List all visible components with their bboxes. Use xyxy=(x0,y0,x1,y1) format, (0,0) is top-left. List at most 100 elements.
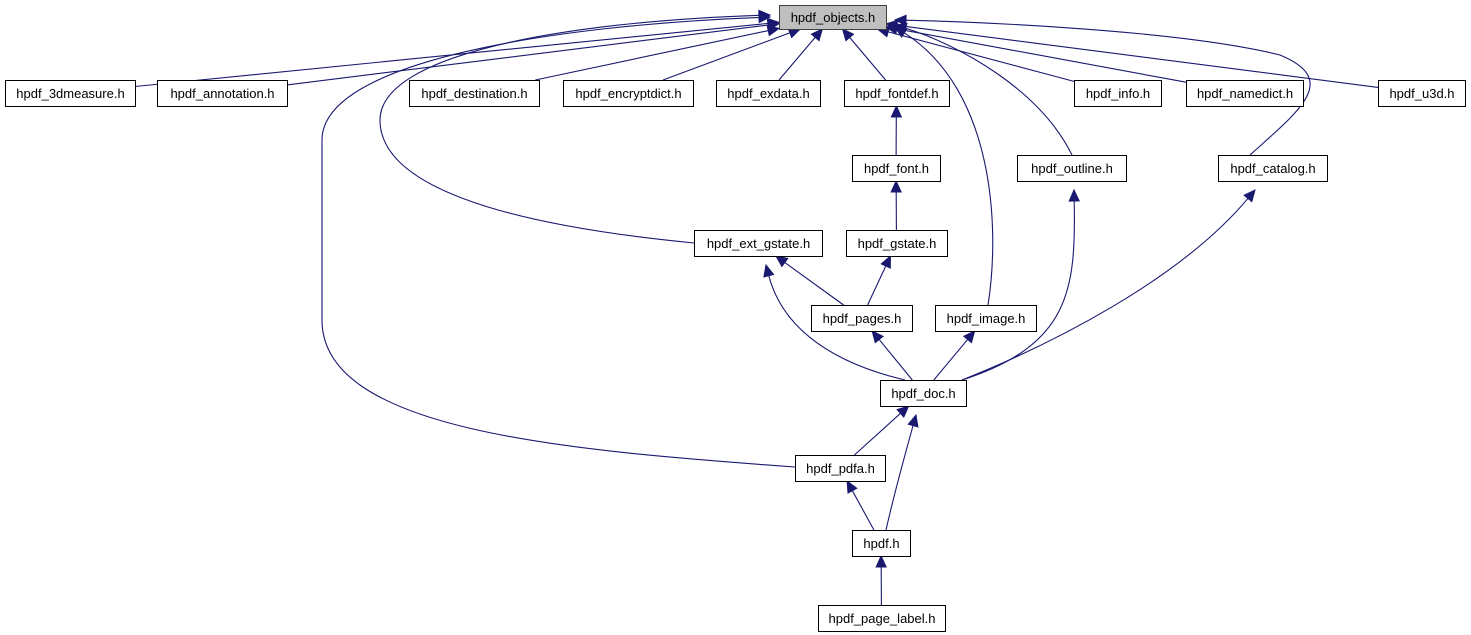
node-box[interactable] xyxy=(935,305,1037,332)
edge-pages-to-ext_gstate xyxy=(774,255,844,306)
node-label: hpdf_image.h xyxy=(947,311,1026,326)
edge-line xyxy=(379,14,761,244)
arrowhead-icon xyxy=(766,25,781,37)
edge-line xyxy=(848,36,887,81)
node-box[interactable] xyxy=(409,80,540,107)
edge-pdfa-to-objects xyxy=(321,11,796,468)
edge-line xyxy=(767,274,906,381)
node-label: hpdf_pages.h xyxy=(823,311,902,326)
node-label: hpdf_pdfa.h xyxy=(806,461,875,476)
edge-line xyxy=(961,197,1250,381)
node-box[interactable] xyxy=(1186,80,1304,107)
arrowhead-icon xyxy=(810,28,824,42)
node-objects[interactable]: hpdf_objects.h xyxy=(779,5,887,30)
node-box[interactable] xyxy=(852,530,911,557)
node-pages[interactable]: hpdf_pages.h xyxy=(811,305,913,332)
node-page-label[interactable]: hpdf_page_label.h xyxy=(818,605,946,632)
node-label: hpdf_page_label.h xyxy=(829,611,936,626)
edge-line xyxy=(783,261,844,306)
arrowhead-icon xyxy=(893,14,907,27)
node-pdfa[interactable]: hpdf_pdfa.h xyxy=(795,455,886,482)
node-label: hpdf_fontdef.h xyxy=(855,86,938,101)
node-image[interactable]: hpdf_image.h xyxy=(935,305,1037,332)
edge-pdfa-to-doc xyxy=(854,405,910,456)
edge-font-to-fontdef xyxy=(890,104,903,156)
edge-doc-to-ext_gstate xyxy=(763,263,906,381)
node-box[interactable] xyxy=(1017,155,1127,182)
arrowhead-icon xyxy=(1243,189,1256,203)
node-box[interactable] xyxy=(563,80,694,107)
edge-line xyxy=(933,338,969,381)
node-box[interactable] xyxy=(779,5,887,30)
arrowhead-icon xyxy=(841,28,855,42)
node-destination[interactable]: hpdf_destination.h xyxy=(409,80,540,107)
node-encryptdict[interactable]: hpdf_encryptdict.h xyxy=(563,80,694,107)
node-gstate[interactable]: hpdf_gstate.h xyxy=(846,230,948,257)
node-exdata[interactable]: hpdf_exdata.h xyxy=(716,80,821,107)
node-info[interactable]: hpdf_info.h xyxy=(1074,80,1162,107)
node-box[interactable] xyxy=(818,605,946,632)
node-catalog[interactable]: hpdf_catalog.h xyxy=(1218,155,1328,182)
edges-layer xyxy=(134,9,1379,606)
edge-ext_gstate-to-objects xyxy=(379,9,772,244)
node-box[interactable] xyxy=(844,80,950,107)
edge-image-to-objects xyxy=(893,26,994,306)
node-box[interactable] xyxy=(694,230,823,257)
node-box[interactable] xyxy=(880,380,967,407)
edge-line xyxy=(878,338,913,381)
node-hpdf[interactable]: hpdf.h xyxy=(852,530,911,557)
node-font[interactable]: hpdf_font.h xyxy=(852,155,941,182)
node-outline[interactable]: hpdf_outline.h xyxy=(1017,155,1127,182)
node-fontdef[interactable]: hpdf_fontdef.h xyxy=(844,80,950,107)
edge-doc-to-outline xyxy=(961,188,1081,381)
node-label: hpdf_outline.h xyxy=(1031,161,1113,176)
edge-doc-to-pages xyxy=(871,330,913,381)
edge-pages-to-gstate xyxy=(867,254,891,306)
node-ext-gstate[interactable]: hpdf_ext_gstate.h xyxy=(694,230,823,257)
node-label: hpdf_objects.h xyxy=(791,10,876,25)
arrowhead-icon xyxy=(962,330,976,344)
edge-gstate-to-font xyxy=(890,179,902,231)
node-box[interactable] xyxy=(157,80,288,107)
node-u3d[interactable]: hpdf_u3d.h xyxy=(1378,80,1466,107)
edge-doc-to-image xyxy=(933,330,976,381)
edge-hpdf-to-doc xyxy=(885,413,919,531)
node-doc[interactable]: hpdf_doc.h xyxy=(880,380,967,407)
node-label: hpdf_destination.h xyxy=(421,86,527,101)
arrowhead-icon xyxy=(763,263,775,278)
node-box[interactable] xyxy=(852,155,941,182)
node-3dmeasure[interactable]: hpdf_3dmeasure.h xyxy=(5,80,136,107)
edge-line xyxy=(904,27,1073,156)
node-label: hpdf_namedict.h xyxy=(1197,86,1293,101)
edge-line xyxy=(778,36,817,81)
edge-line xyxy=(662,31,791,81)
node-box[interactable] xyxy=(716,80,821,107)
node-box[interactable] xyxy=(795,455,886,482)
edge-fontdef-to-objects xyxy=(841,28,887,81)
edge-page_label-to-hpdf xyxy=(875,554,887,606)
edge-line xyxy=(321,16,796,468)
node-box[interactable] xyxy=(846,230,948,257)
node-label: hpdf_encryptdict.h xyxy=(575,86,681,101)
node-box[interactable] xyxy=(1074,80,1162,107)
node-label: hpdf_doc.h xyxy=(891,386,955,401)
edge-line xyxy=(535,29,770,81)
node-box[interactable] xyxy=(811,305,913,332)
edge-line xyxy=(286,24,770,86)
arrowhead-icon xyxy=(846,479,858,494)
node-annotation[interactable]: hpdf_annotation.h xyxy=(157,80,288,107)
edge-catalog-to-objects xyxy=(893,14,1311,156)
node-label: hpdf_ext_gstate.h xyxy=(707,236,810,251)
edge-line xyxy=(961,199,1075,381)
node-box[interactable] xyxy=(1218,155,1328,182)
node-box[interactable] xyxy=(1378,80,1466,107)
arrowhead-icon xyxy=(896,405,910,418)
arrowhead-icon xyxy=(1068,188,1081,202)
arrowhead-icon xyxy=(758,11,772,24)
node-box[interactable] xyxy=(5,80,136,107)
edge-exdata-to-objects xyxy=(778,28,824,81)
edge-line xyxy=(903,31,994,306)
node-label: hpdf_exdata.h xyxy=(727,86,809,101)
node-namedict[interactable]: hpdf_namedict.h xyxy=(1186,80,1304,107)
